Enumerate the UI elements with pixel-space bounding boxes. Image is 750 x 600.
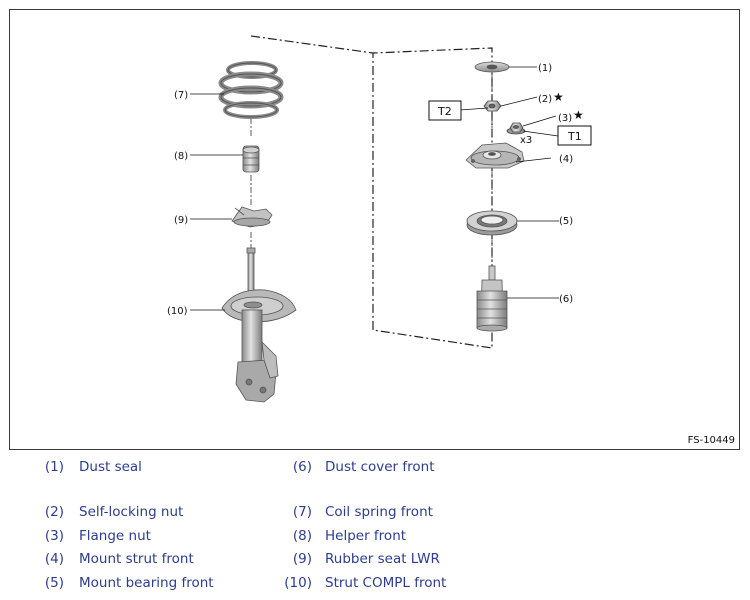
legend-name: Mount strut front [79, 551, 194, 567]
callout-8: (8) [174, 151, 188, 162]
legend-number: (6) [292, 459, 312, 475]
torque-tag-box-t1 [557, 125, 592, 146]
leader-lines [190, 66, 559, 311]
parts-legend: (1) Dust seal (2) Self-locking nut (3) F… [0, 452, 750, 600]
callout-3: (3) [558, 113, 572, 124]
exploded-diagram: (1) (2) (3) (4) (5) (6) (7) (8) (9) (10)… [9, 9, 740, 450]
star-icon: ★ [553, 90, 564, 104]
center-axes [250, 74, 493, 266]
callout-9: (9) [174, 215, 188, 226]
torque-tag-t2: T2 [437, 105, 452, 118]
legend-name: Coil spring front [325, 504, 433, 520]
callout-2: (2) [538, 94, 552, 105]
legend-number: (4) [44, 551, 64, 567]
torque-tag-t1: T1 [567, 130, 582, 143]
quantity-note: x3 [520, 135, 532, 146]
legend-number: (3) [44, 528, 64, 544]
dust-seal [474, 61, 510, 73]
legend-number: (10) [284, 575, 312, 591]
diagram-canvas: (1) (2) (3) (4) (5) (6) (7) (8) (9) (10)… [167, 35, 592, 403]
callout-10: (10) [167, 306, 188, 317]
assembly-outline [250, 35, 493, 349]
callout-1: (1) [538, 63, 552, 74]
coil-spring [218, 61, 284, 119]
torque-tag-box-t2 [428, 100, 462, 121]
legend-number: (8) [292, 528, 312, 544]
callout-7: (7) [174, 90, 188, 101]
legend-name: Helper front [325, 528, 407, 544]
legend-name: Flange nut [79, 528, 151, 544]
self-locking-nut [483, 100, 502, 112]
mount-bearing [466, 210, 518, 236]
legend-name: Dust cover front [325, 459, 435, 475]
legend-number: (1) [44, 459, 64, 475]
legend-name: Self-locking nut [79, 504, 184, 520]
flange-nut [506, 122, 526, 135]
mount-strut [465, 142, 525, 169]
callout-6: (6) [559, 294, 573, 305]
legend-number: (2) [44, 504, 64, 520]
legend-number: (7) [292, 504, 312, 520]
callout-4: (4) [559, 154, 573, 165]
helper-bump-stop [242, 145, 260, 173]
rubber-seat [231, 206, 273, 228]
callout-5: (5) [559, 216, 573, 227]
legend-name: Strut COMPL front [325, 575, 447, 591]
legend-name: Mount bearing front [79, 575, 214, 591]
star-icon: ★ [573, 108, 584, 122]
legend-name: Rubber seat LWR [325, 551, 440, 567]
legend-number: (9) [292, 551, 312, 567]
dust-cover [476, 265, 508, 332]
figure-id: FS-10449 [687, 435, 735, 446]
legend-name: Dust seal [79, 459, 142, 475]
legend-number: (5) [44, 575, 64, 591]
strut-assembly [221, 247, 297, 403]
